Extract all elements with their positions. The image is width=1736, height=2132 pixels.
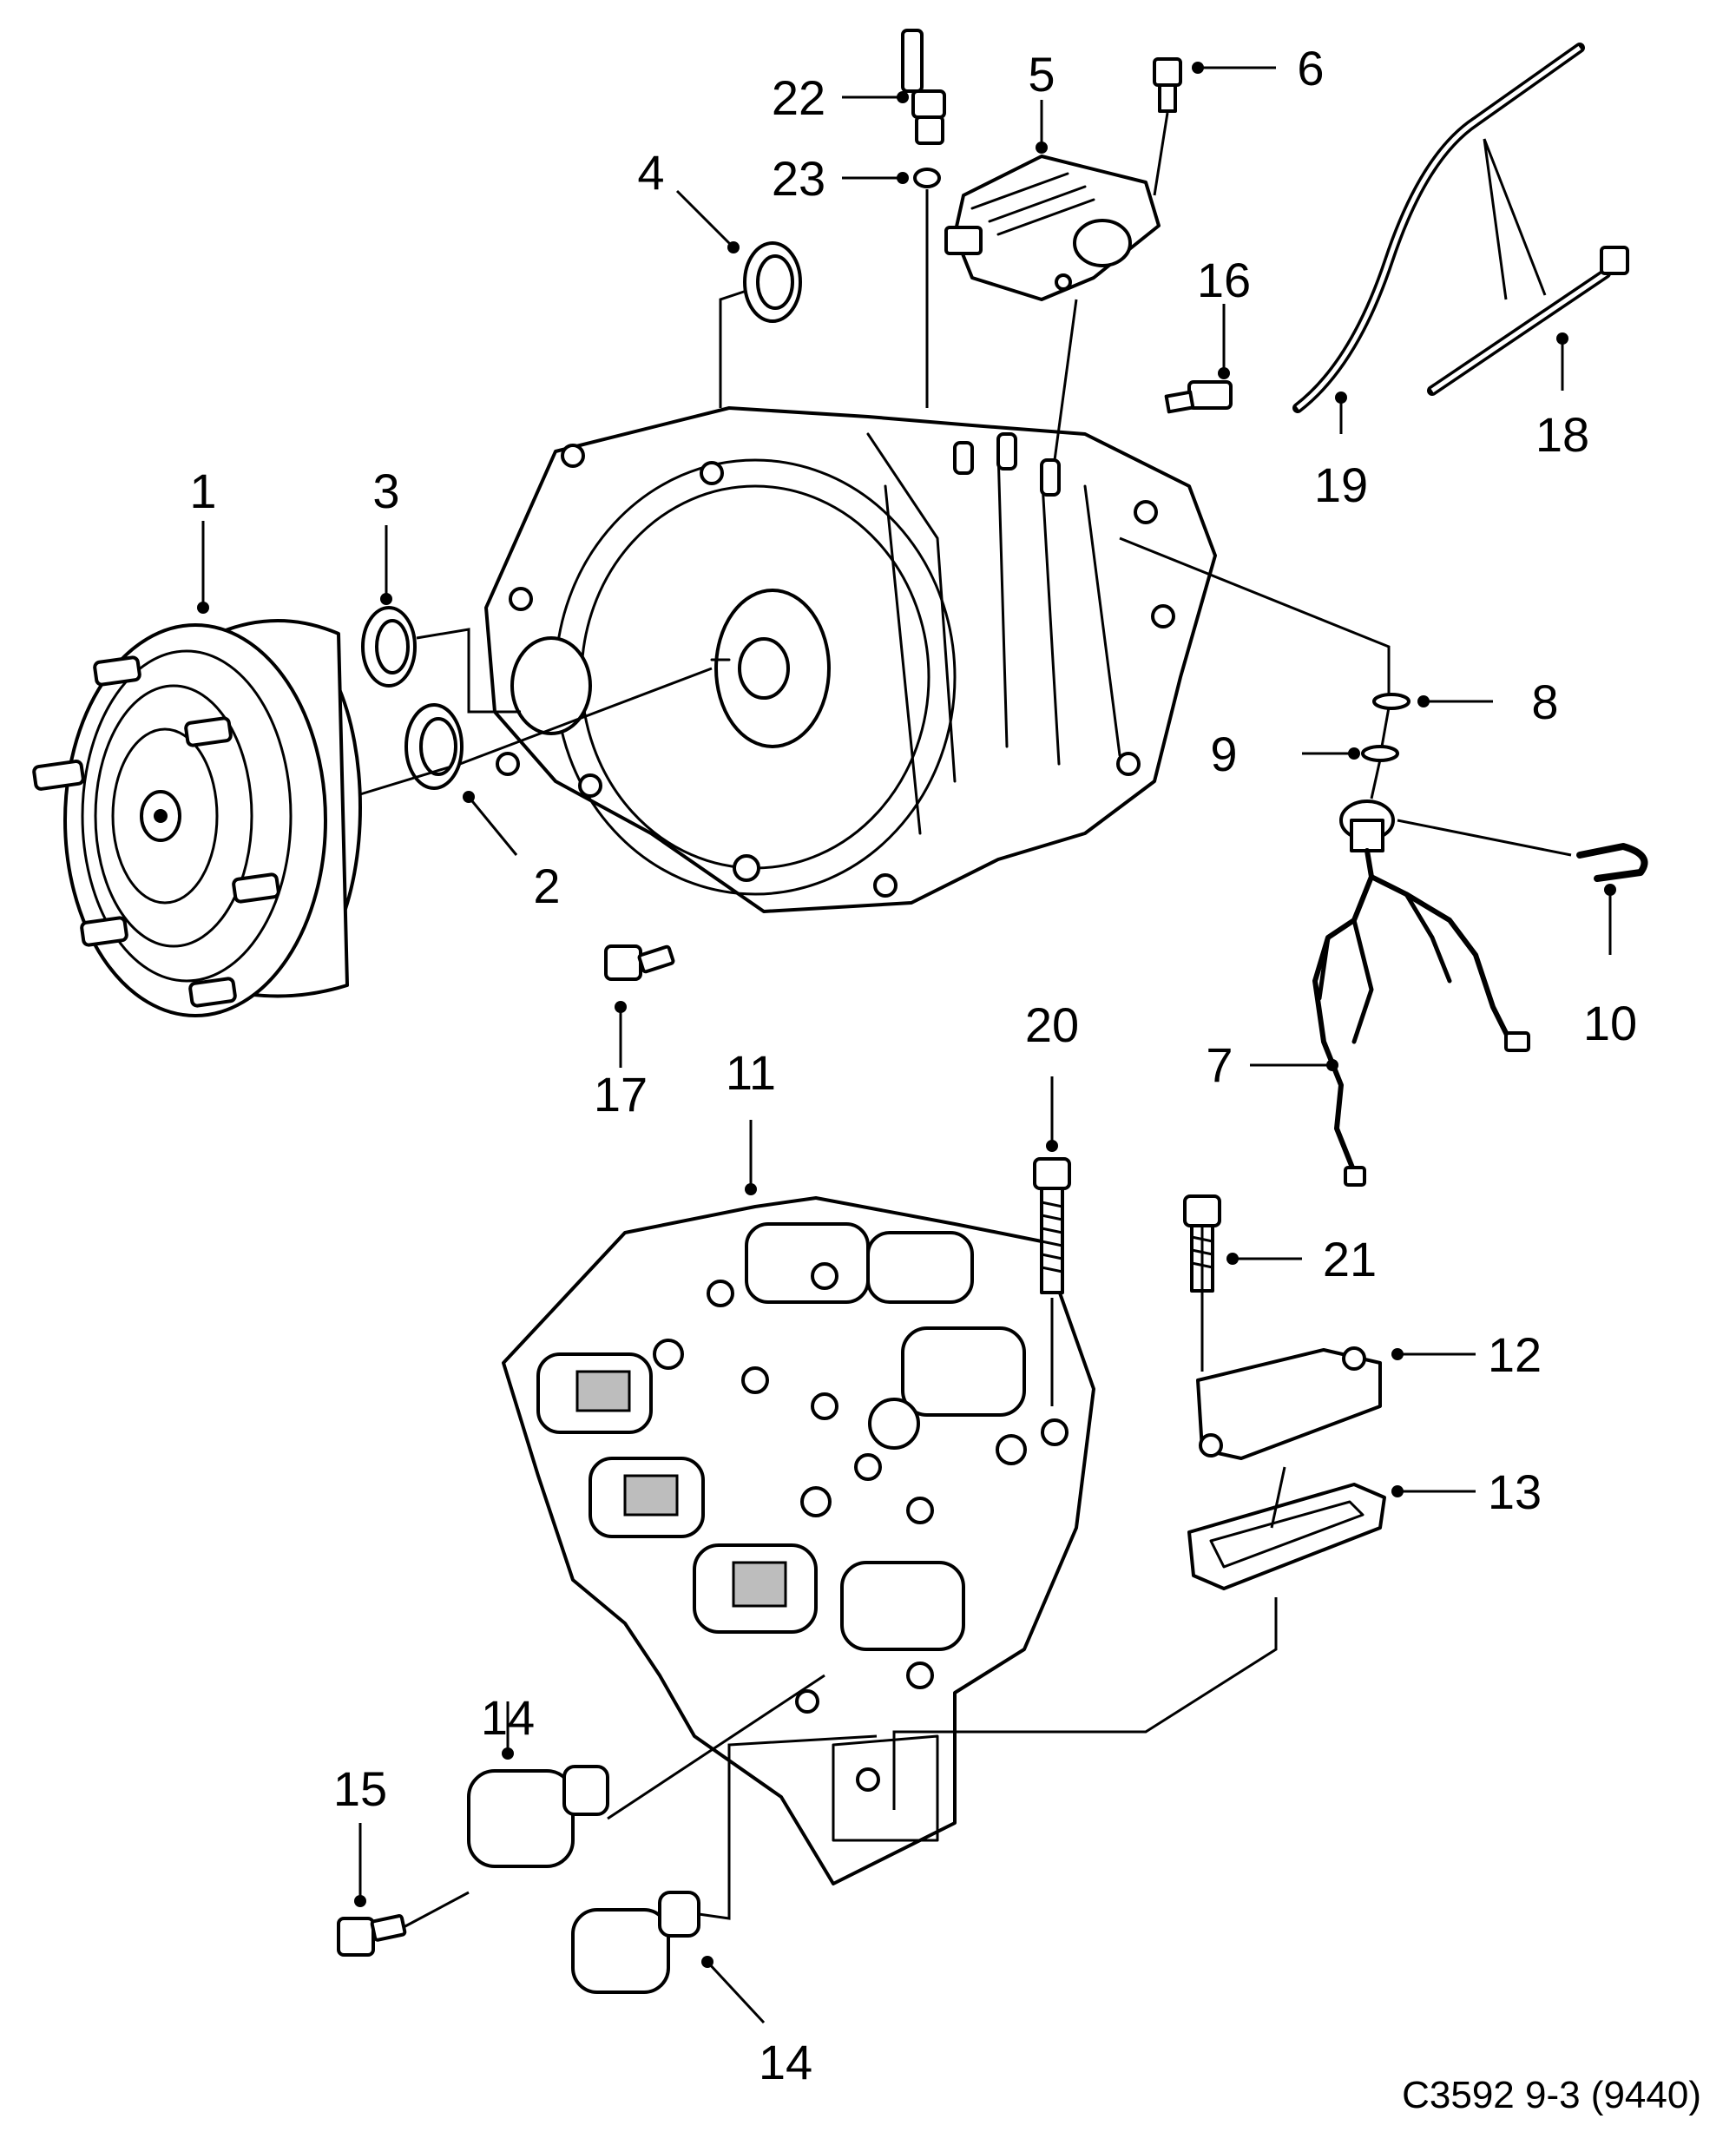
callout-19: 19 [1314,457,1368,512]
bolt-20 [1033,1157,1071,1294]
callout-18: 18 [1535,407,1589,462]
sensor-22 [901,29,946,145]
ring-8 [1372,693,1410,710]
cover-12 [1196,1346,1382,1460]
seal-ring-3 [361,606,417,688]
seal-ring-4 [743,241,802,323]
washer-23 [913,168,941,188]
callout-13: 13 [1488,1464,1542,1519]
breather-hose-19 [1292,43,1585,413]
valve-body-bosses [653,1262,1069,1792]
callout-9: 9 [1210,727,1237,781]
callout-22: 22 [772,70,825,125]
bolt-16 [1164,380,1233,414]
control-module [944,155,1161,301]
callout-20: 20 [1025,997,1079,1052]
callout-2: 2 [533,859,560,913]
callout-4: 4 [637,145,664,200]
callout-21: 21 [1323,1232,1377,1286]
callout-1: 1 [189,464,216,518]
bolt-15 [337,1914,407,1957]
valve-body-solenoids [536,1222,1026,1651]
callout-7: 7 [1206,1037,1233,1092]
callout-12: 12 [1488,1327,1542,1382]
leader-dots [197,62,1616,1968]
callout-10: 10 [1583,996,1637,1050]
wiring-harness [1312,800,1530,1187]
cable-tie-18 [1427,246,1629,396]
clip-10 [1576,843,1648,882]
callout-8: 8 [1531,674,1558,729]
torque-converter [32,619,362,1017]
callout-17: 17 [594,1067,648,1122]
callout-23: 23 [772,151,825,206]
leader-lines [201,66,1612,2024]
callout-16: 16 [1197,253,1251,307]
callout-5: 5 [1028,47,1055,102]
callout-11: 11 [726,1045,776,1100]
bolt-6 [1153,57,1182,113]
solenoid-14a [467,1765,609,1868]
seal-ring-2 [404,703,464,790]
solenoid-14b [571,1891,700,1994]
valve-body [502,1196,1095,1885]
callout-6: 6 [1297,41,1324,95]
ring-9 [1361,745,1399,762]
callout-3: 3 [372,464,399,518]
callout-14a: 14 [481,1690,535,1745]
bolt-17 [604,944,675,981]
callout-15: 15 [333,1761,387,1816]
callout-labels: 1 2 3 4 5 6 7 8 9 10 11 12 13 14 14 15 1… [189,41,1637,2089]
transmission-housing [484,406,1217,913]
callout-14b: 14 [759,2035,812,2089]
gasket-13 [1187,1483,1386,1590]
reference-code: C3592 9-3 (9440) [1402,2074,1701,2116]
